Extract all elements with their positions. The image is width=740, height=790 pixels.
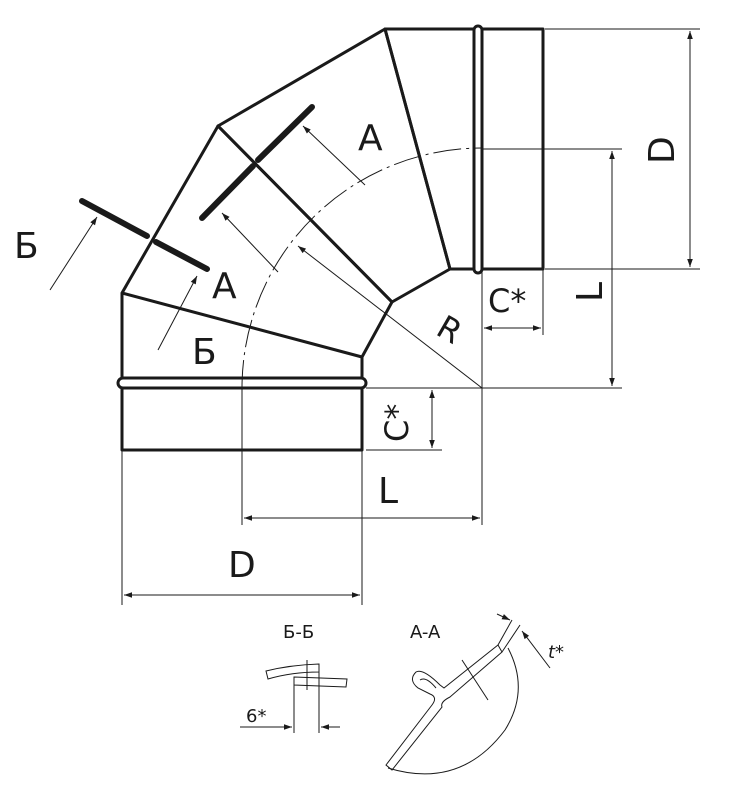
label-collar-top: C* <box>488 282 526 320</box>
centerline-arc <box>241 147 483 389</box>
label-diameter-right: D <box>642 136 683 164</box>
label-section-a-bottom: A <box>212 266 237 307</box>
section-b-cut <box>49 198 210 351</box>
top-bead-ring <box>472 24 484 275</box>
label-overlap: 6* <box>246 706 266 727</box>
section-aa-detail: A-A t* <box>385 613 564 775</box>
dimension-lines <box>124 31 693 598</box>
label-section-b-left: Б <box>14 226 39 267</box>
label-diameter-bottom: D <box>228 545 256 586</box>
section-bb-detail: Б-Б 6* <box>240 622 348 733</box>
label-thickness: t* <box>548 642 564 663</box>
label-collar-bottom: C* <box>378 404 416 442</box>
label-length-right: L <box>570 282 611 302</box>
radius-line <box>297 245 483 389</box>
section-aa-title: A-A <box>410 622 441 643</box>
label-radius: R <box>430 308 468 352</box>
extension-lines <box>121 28 700 605</box>
section-a-cut <box>199 104 366 273</box>
label-length-bottom: L <box>378 471 398 512</box>
label-section-a-top: A <box>358 118 383 159</box>
section-bb-title: Б-Б <box>283 622 314 643</box>
label-section-b-right: Б <box>192 332 217 373</box>
